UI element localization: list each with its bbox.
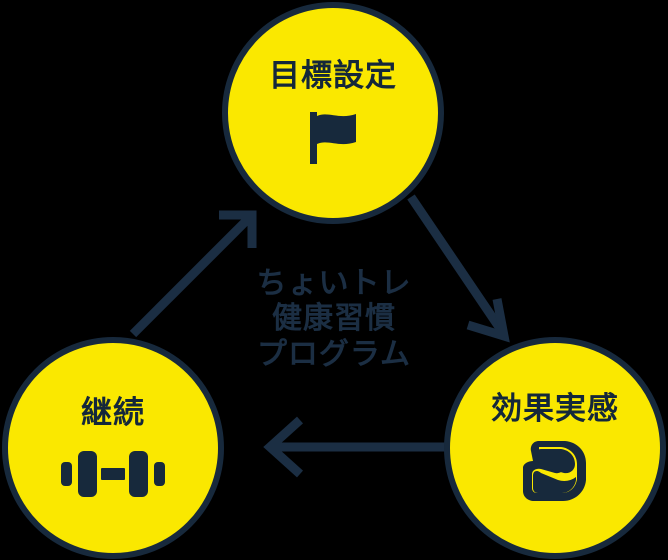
arrow-keep-to-goal [129,210,257,338]
center-title: ちょいトレ 健康習慣 プログラム [234,266,434,372]
node-result[interactable]: 効果実感 [444,337,666,559]
node-goal-label: 目標設定 [269,57,397,94]
node-keep-label: 継続 [81,394,145,431]
node-keep[interactable]: 継続 [2,337,224,559]
flag-icon [310,111,356,164]
arrow-goal-to-result [407,194,510,343]
dumbbell-icon [61,450,165,497]
center-title-line-3: プログラム [256,336,412,372]
node-goal[interactable]: 目標設定 [222,2,444,224]
node-result-label: 効果実感 [491,390,619,427]
flexed-biceps-icon [523,440,586,501]
center-title-line-2: 健康習慣 [272,301,396,337]
arrow-result-to-keep [263,416,446,478]
center-title-line-1: ちょいトレ [256,266,412,301]
